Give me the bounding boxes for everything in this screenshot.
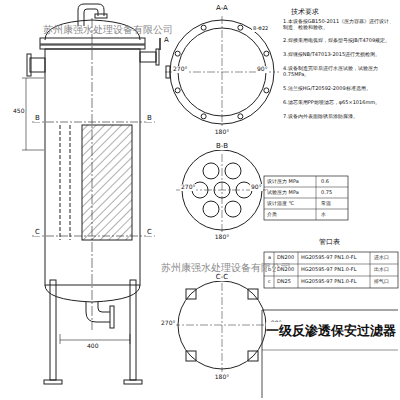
table-cell: 试验压力 MPa xyxy=(266,190,300,196)
bolt-hole xyxy=(175,88,180,93)
section-mark: B xyxy=(34,114,41,122)
hole-callout: 8-Φ22 xyxy=(252,26,269,32)
table-cell: HG20595-97 PN1.0-FL xyxy=(300,255,357,261)
table-cell: c xyxy=(267,279,272,285)
table-cell: HG20595-97 PN1.0-FL xyxy=(300,279,357,285)
table-cell: DN25 xyxy=(276,279,292,285)
table-cell: 0.6 xyxy=(320,179,330,185)
bolt-hole xyxy=(264,88,269,93)
filter-cartridge xyxy=(203,201,219,217)
note-line: 2.焊接采用电弧焊，焊条型号按JB/T4709规定。 xyxy=(282,38,398,44)
note-line: 6.滤芯采用PP熔喷滤芯，φ65×1016mm。 xyxy=(282,100,398,106)
bolt-hole xyxy=(238,25,243,30)
section-mark: C xyxy=(34,228,41,236)
note-line: 1.本设备按GB150-2011《压力容器》进行设计、制造、检验和验收。 xyxy=(282,19,398,31)
table-cell: 介质 xyxy=(266,212,278,218)
dimension: 400 xyxy=(86,343,99,350)
section-label: A-A xyxy=(215,4,229,12)
table-cell: 进水口 xyxy=(373,255,390,261)
table-cell: 设计压力 MPa xyxy=(266,179,300,185)
table-cell: 设计温度 ℃ xyxy=(266,201,295,207)
filter-cartridge xyxy=(225,201,241,217)
watermark: 苏州康强水处理设备有限公司 xyxy=(160,262,292,274)
section-label: B-B xyxy=(215,142,229,150)
angle-label: 270° xyxy=(180,184,196,191)
section-mark: A xyxy=(163,36,170,44)
angle-label: 90° xyxy=(250,184,263,191)
angle-label: 90° xyxy=(256,66,269,73)
note-line: 4.设备制造完毕后进行水压试验，试验压力0.75MPa。 xyxy=(282,66,398,78)
note-line: 5.法兰按HG/T20592-2009标准选用。 xyxy=(282,86,398,92)
filter-cartridge xyxy=(225,163,241,179)
dimension: 450 xyxy=(12,108,25,115)
table-cell: 出水口 xyxy=(373,267,390,273)
table-cell: HG20595-97 PN1.0-FL xyxy=(300,267,357,273)
drawing-title: 一级反渗透保安过滤器 xyxy=(266,322,396,340)
filter-cartridge xyxy=(203,163,219,179)
table-cell: b xyxy=(267,267,272,273)
bolt-hole xyxy=(201,114,206,119)
watermark: 苏州康强水处理设备有限公司 xyxy=(42,24,174,36)
note-line: 7.设备内外表面除锈后涂防腐漆。 xyxy=(282,114,398,120)
angle-label: 180° xyxy=(214,129,230,136)
angle-label: 270° xyxy=(160,320,176,327)
table-cell: 排气口 xyxy=(373,279,390,285)
bolt-hole xyxy=(238,114,243,119)
section-mark: B xyxy=(146,114,153,122)
bolt-hole xyxy=(175,51,180,56)
notes-heading: 技术要求 xyxy=(290,8,320,16)
angle-label: 180° xyxy=(214,374,230,381)
table-cell: DN200 xyxy=(276,255,295,261)
table-cell: a xyxy=(267,255,272,261)
table-cell: DN200 xyxy=(276,267,295,273)
table-cell: 水 xyxy=(320,212,327,218)
note-line: 3.焊缝按NB/T47013-2015进行无损检测。 xyxy=(282,52,398,58)
bolt-hole xyxy=(264,51,269,56)
section-mark: C xyxy=(146,228,153,236)
table-heading: 管口表 xyxy=(318,238,341,246)
table-cell: 0.75 xyxy=(320,190,333,196)
angle-label: 270° xyxy=(172,66,188,73)
bolt-hole xyxy=(201,25,206,30)
angle-label: 180° xyxy=(214,234,230,241)
section-label: C-C xyxy=(215,273,229,281)
table-cell: 常温 xyxy=(320,201,332,207)
